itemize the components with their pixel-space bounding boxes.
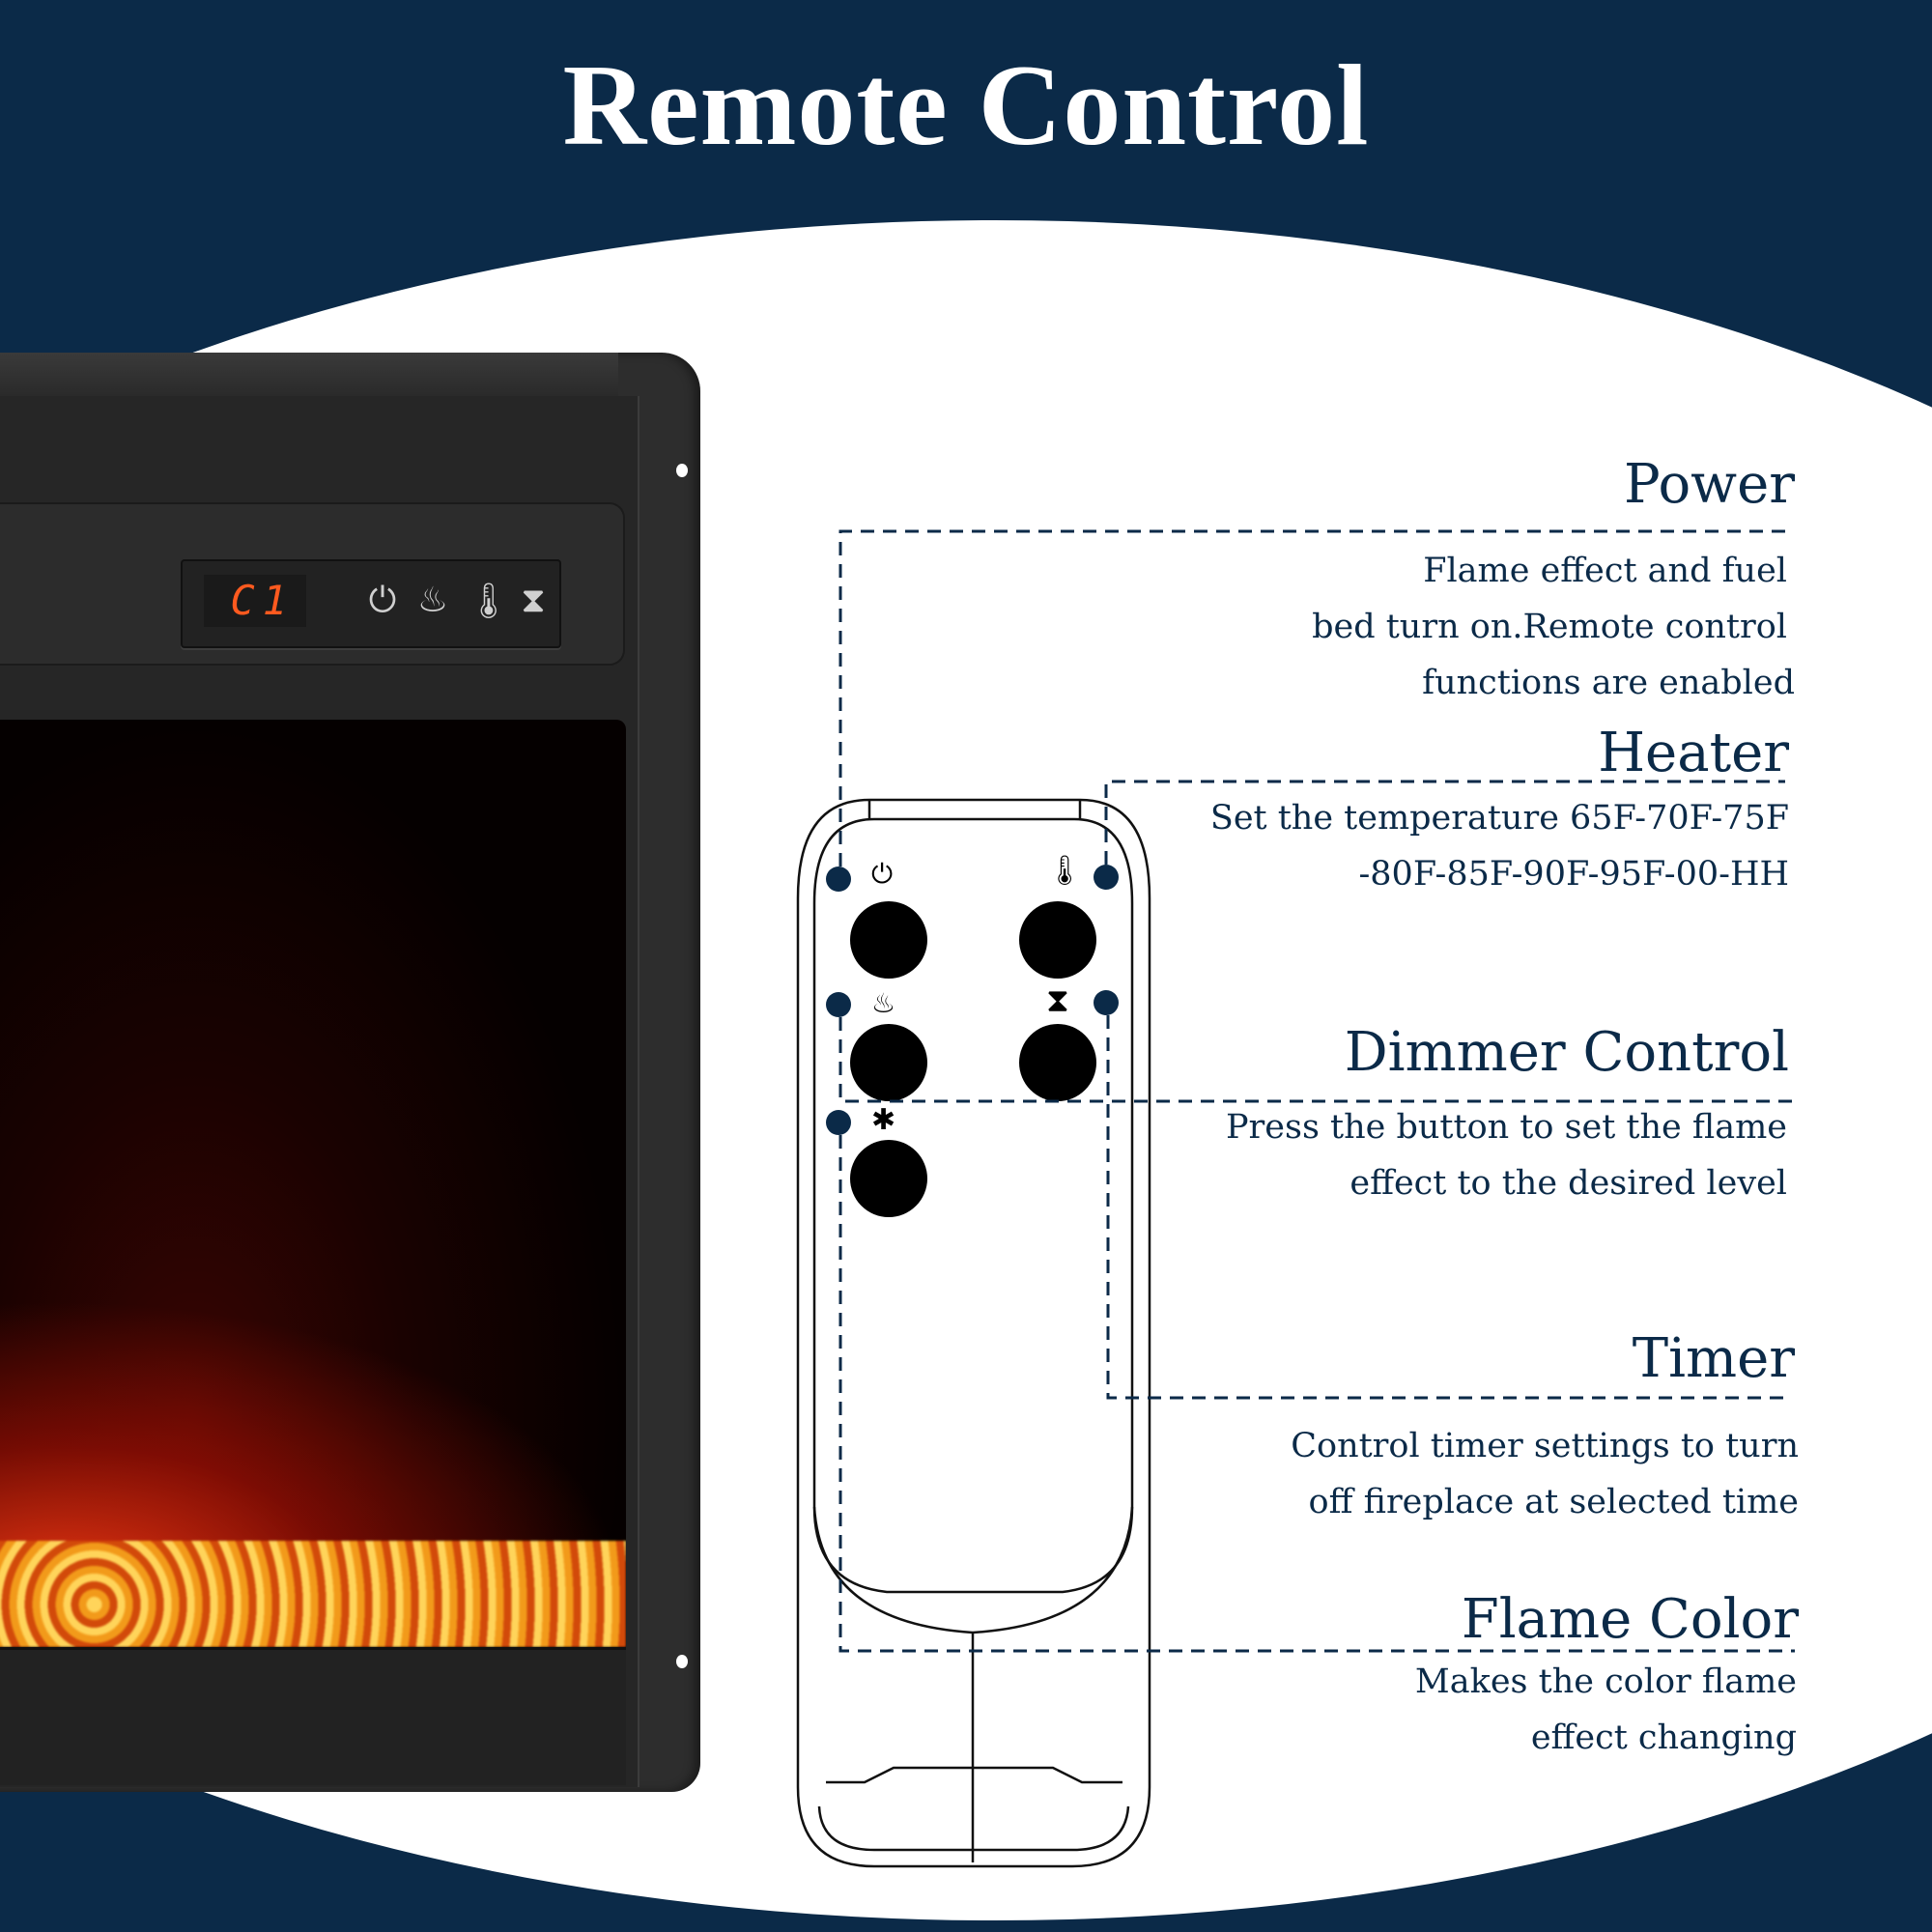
- fireplace-control-panel: C1 ⏻ ♨ 🌡 ⧗: [0, 502, 625, 666]
- control-strip: C1 ⏻ ♨ 🌡 ⧗: [181, 559, 561, 648]
- thermometer-icon: 🌡: [1046, 854, 1084, 888]
- page-title: Remote Control: [562, 41, 1370, 169]
- fireplace-image: C1 ⏻ ♨ 🌡 ⧗: [0, 353, 700, 1792]
- hourglass-icon[interactable]: ⧗: [521, 581, 546, 620]
- mounting-hole: [676, 464, 688, 477]
- mounting-hole: [676, 1655, 688, 1668]
- fireplace-glass: [0, 720, 626, 1647]
- callout-heater: Heater: [1598, 722, 1789, 784]
- light-bulb-icon: ✱: [871, 1103, 896, 1137]
- remote-outline: [796, 798, 1151, 1868]
- callout-flame-color: Flame Color: [1461, 1588, 1799, 1651]
- ember-bed: [0, 1541, 626, 1647]
- callout-power-description: Flame effect and fuel bed turn on.Remote…: [1312, 552, 1795, 702]
- power-icon: ⏻: [871, 858, 894, 890]
- power-button: [850, 901, 927, 979]
- fireplace-top-trim: [0, 353, 618, 396]
- callout-flame-color-description: Makes the color flame effect changing: [1414, 1662, 1797, 1757]
- flame-color-button: [850, 1140, 927, 1217]
- flame-icon: ♨: [871, 987, 896, 1019]
- fireplace-bottom-trim: [0, 1647, 626, 1785]
- power-icon[interactable]: ⏻: [368, 581, 397, 620]
- callout-dimmer: Dimmer Control: [1344, 1021, 1789, 1084]
- heater-button: [1019, 901, 1096, 979]
- fireplace-front: C1 ⏻ ♨ 🌡 ⧗: [0, 396, 639, 1787]
- callout-dimmer-description: Press the button to set the flame effect…: [1226, 1108, 1787, 1203]
- callout-heater-description: Set the temperature 65F-70F-75F -80F-85F…: [1209, 799, 1789, 894]
- flame-icon[interactable]: ♨: [416, 581, 449, 620]
- dimmer-button: [850, 1024, 927, 1101]
- hourglass-icon: ⧗: [1046, 981, 1069, 1020]
- callout-power: Power: [1624, 454, 1795, 516]
- timer-button: [1019, 1024, 1096, 1101]
- callout-title: Power: [1624, 453, 1795, 516]
- callout-timer-description: Control timer settings to turn off firep…: [1291, 1427, 1799, 1521]
- led-display: C1: [204, 575, 306, 627]
- callout-timer: Timer: [1632, 1327, 1795, 1390]
